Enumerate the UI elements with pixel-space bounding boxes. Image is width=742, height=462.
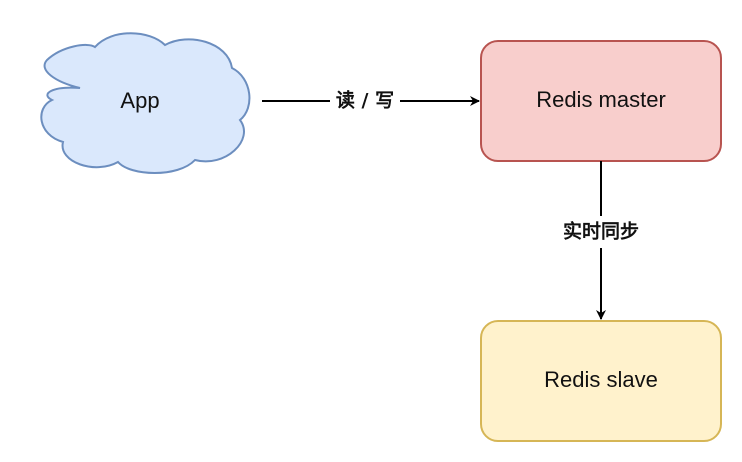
- redis-master-node[interactable]: Redis master: [480, 40, 722, 162]
- edge-master-to-slave-label-bg: [553, 216, 649, 248]
- redis-slave-node[interactable]: Redis slave: [480, 320, 722, 442]
- redis-master-label: Redis master: [536, 87, 666, 112]
- edge-master-to-slave: 实时同步: [553, 161, 649, 320]
- app-node[interactable]: App: [40, 32, 251, 174]
- edge-app-to-master: 读 / 写: [262, 86, 480, 116]
- edge-master-to-slave-label: 实时同步: [563, 220, 639, 243]
- redis-slave-label: Redis slave: [544, 367, 658, 392]
- redis-slave-box: [480, 320, 722, 442]
- edge-app-to-master-label: 读 / 写: [336, 89, 394, 112]
- app-label: App: [120, 88, 159, 113]
- edge-app-to-master-label-bg: [330, 86, 400, 116]
- app-cloud-shape: [40, 32, 251, 174]
